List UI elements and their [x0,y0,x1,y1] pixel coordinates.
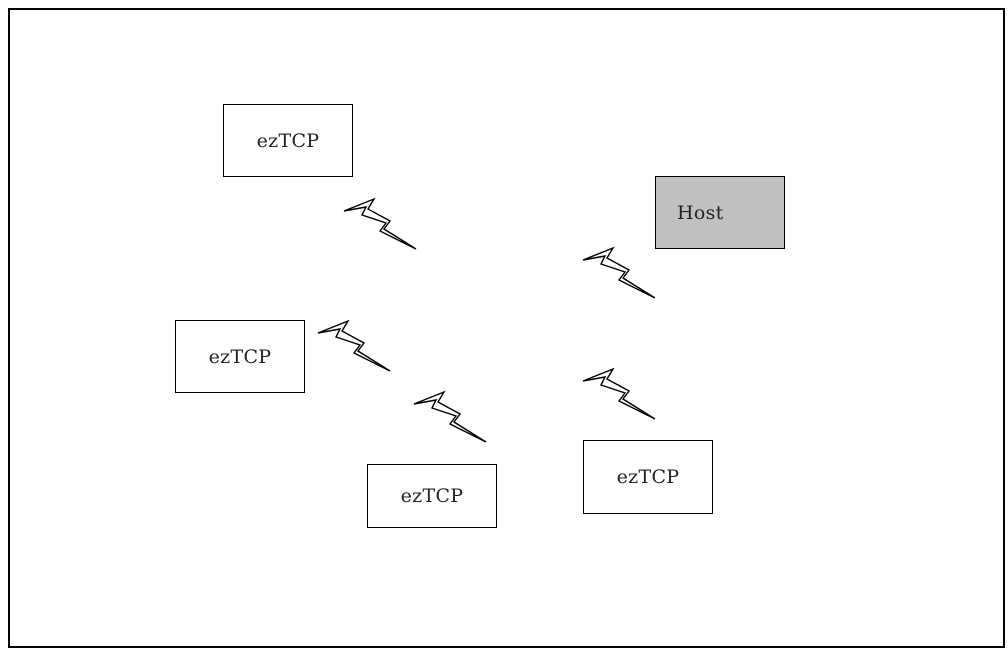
node-label: ezTCP [400,485,464,507]
host-node: Host [655,176,785,249]
node-label: ezTCP [208,345,272,368]
node-label: ezTCP [616,466,680,488]
eztcp-node-left: ezTCP [175,320,305,393]
lightning-bolt-icon [413,391,487,443]
node-label: Host [677,201,724,224]
eztcp-node-top-left: ezTCP [223,104,353,177]
lightning-bolt-icon [582,368,656,420]
eztcp-node-bottom-right: ezTCP [583,440,713,514]
lightning-bolt-icon [317,320,391,372]
node-label: ezTCP [256,129,320,152]
eztcp-node-bottom: ezTCP [367,464,497,528]
lightning-bolt-icon [343,198,417,250]
wireless-links [317,198,656,443]
lightning-bolt-icon [582,247,656,299]
